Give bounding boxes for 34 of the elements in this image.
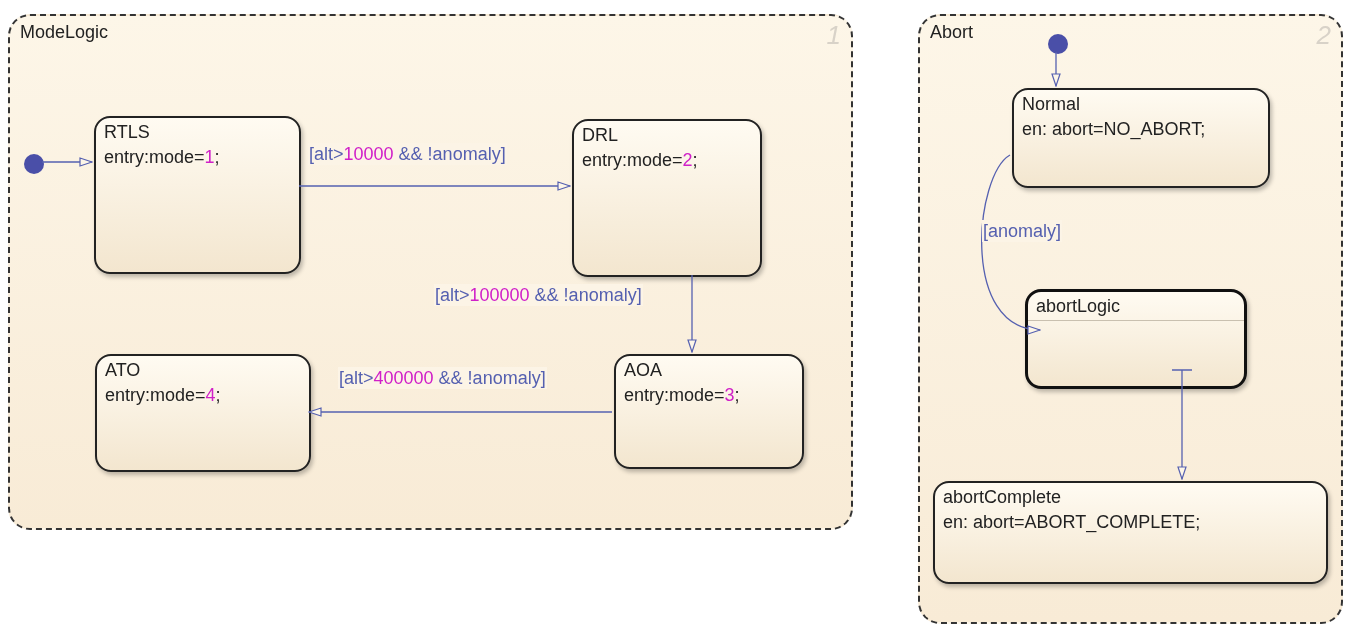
entry-action: entry:mode=2;: [582, 149, 698, 171]
entry-action: en: abort=NO_ABORT;: [1022, 118, 1206, 140]
transition-arrow: [41, 157, 93, 167]
chart-state: [918, 14, 1343, 624]
transition-arrow: [687, 274, 697, 353]
state-name: ModeLogic: [20, 21, 109, 44]
edge-label: [alt>400000 && !anomaly]: [338, 367, 547, 389]
transition-arrow: [298, 181, 571, 191]
state-box: [94, 116, 301, 274]
edge-label: [anomaly]: [982, 220, 1063, 242]
state-name: ATO: [105, 359, 141, 381]
state-name: Abort: [930, 21, 974, 44]
transition-arrow: [308, 407, 613, 417]
entry-action: entry:mode=4;: [105, 384, 221, 406]
entry-action: entry:mode=1;: [104, 146, 220, 168]
state-name: AOA: [624, 359, 662, 381]
transition-arrow: [1051, 51, 1061, 87]
chart-state: [8, 14, 853, 530]
state-box: [933, 481, 1328, 584]
state-name: abortComplete: [943, 486, 1062, 508]
state-name: DRL: [582, 124, 618, 146]
state-name: RTLS: [104, 121, 150, 143]
state-box: [1012, 88, 1270, 188]
state-name: abortLogic: [1036, 295, 1121, 317]
superstate-box: [1025, 289, 1247, 389]
edge-label: [alt>100000 && !anomaly]: [434, 284, 643, 306]
state-name: Normal: [1022, 93, 1080, 115]
transition-arrow: [1171, 369, 1193, 480]
entry-action: entry:mode=3;: [624, 384, 740, 406]
entry-action: en: abort=ABORT_COMPLETE;: [943, 511, 1201, 533]
state-box: [614, 354, 804, 469]
state-box: [95, 354, 311, 472]
state-box: [572, 119, 762, 277]
transition-arrow: [981, 154, 1041, 333]
